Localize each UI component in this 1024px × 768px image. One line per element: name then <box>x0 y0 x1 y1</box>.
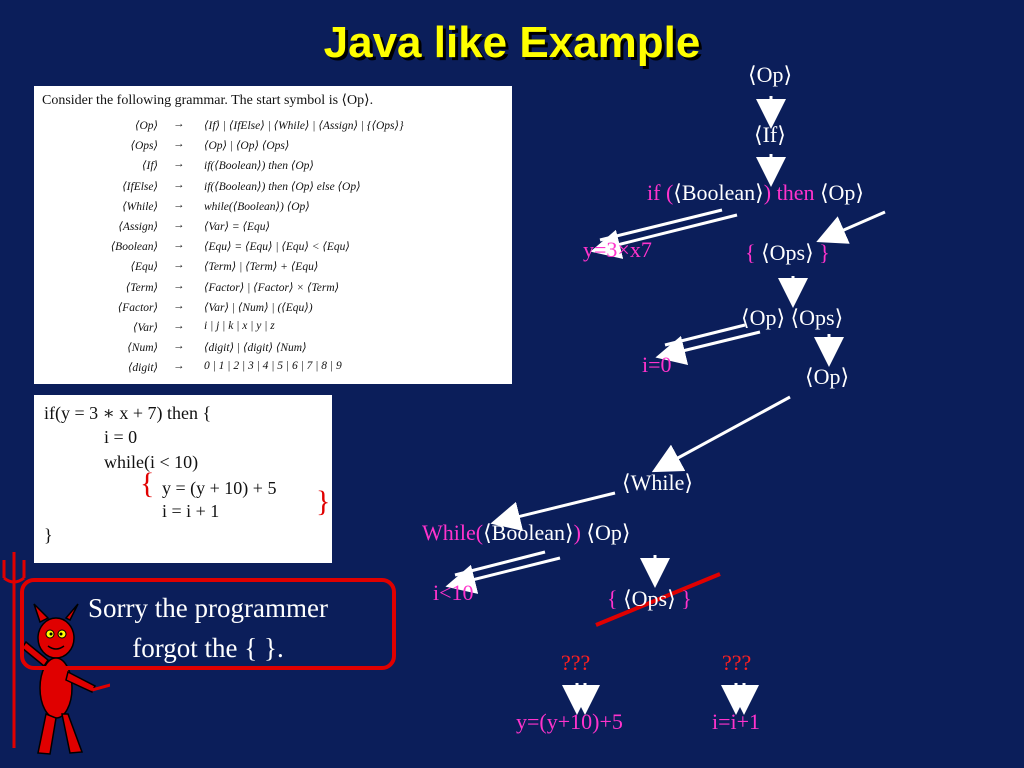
grammar-rule-lhs: ⟨Equ⟩ <box>130 261 159 274</box>
code-line-y-update: y = (y + 10) + 5 <box>162 478 277 498</box>
tree-unknown-2: ??? <box>722 650 752 675</box>
arrow-op-to-i-b <box>655 330 761 366</box>
tree-y-assign: y=3×x7 <box>583 237 652 262</box>
grammar-rule-arrow: → <box>173 118 185 130</box>
code-line-while: while(i < 10) <box>104 452 199 472</box>
grammar-rule-lhs: ⟨IfElse⟩ <box>122 180 158 193</box>
arrow-op-to-block <box>816 210 886 244</box>
grammar-rule-rhs: ⟨Var⟩ | ⟨Num⟩ | (⟨Equ⟩) <box>204 301 313 314</box>
grammar-rule: ⟨Term⟩ → ⟨Factor⟩ | ⟨Factor⟩ × ⟨Term⟩ <box>34 280 512 300</box>
grammar-rule-arrow: → <box>173 138 185 151</box>
tree-unknown-1: ??? <box>561 650 591 675</box>
grammar-rule: ⟨If⟩ → if(⟨Boolean⟩) then ⟨Op⟩ <box>34 158 512 178</box>
callout-line-1: Sorry the programmer <box>88 593 328 623</box>
grammar-rule: ⟨digit⟩ → 0 | 1 | 2 | 3 | 4 | 5 | 6 | 7 | … <box>34 360 512 380</box>
grammar-panel: Consider the following grammar. The star… <box>34 86 512 384</box>
tree-node-op-2: ⟨Op⟩ <box>805 364 850 389</box>
grammar-rule-rhs: ⟨Factor⟩ | ⟨Factor⟩ × ⟨Term⟩ <box>204 281 340 294</box>
arrow-bool-to-cond-b <box>445 556 561 594</box>
grammar-rule-lhs: ⟨Var⟩ <box>133 322 158 334</box>
grammar-rule-rhs: ⟨Var⟩ = ⟨Equ⟩ <box>204 221 270 233</box>
tree-i-assign: i=0 <box>642 352 672 377</box>
grammar-rule-rhs: if(⟨Boolean⟩) then ⟨Op⟩ <box>204 160 314 173</box>
tree-node-op: ⟨Op⟩ <box>748 62 793 87</box>
grammar-rule-rhs: if(⟨Boolean⟩) then ⟨Op⟩ else ⟨Op⟩ <box>204 180 361 193</box>
tree-leaf-y: y=(y+10)+5 <box>516 709 623 734</box>
grammar-rule: ⟨Boolean⟩ → ⟨Equ⟩ = ⟨Equ⟩ | ⟨Equ⟩ < ⟨Equ⟩ <box>34 239 512 259</box>
grammar-rule: ⟨Equ⟩ → ⟨Term⟩ | ⟨Term⟩ + ⟨Equ⟩ <box>34 259 512 279</box>
callout-line-2: forgot the { }. <box>132 633 284 663</box>
grammar-rule-arrow: → <box>173 178 185 191</box>
grammar-rule-arrow: → <box>173 320 185 332</box>
strike-through-line <box>595 572 721 627</box>
tree-if-rule: if (⟨Boolean⟩) then ⟨Op⟩ <box>647 180 865 205</box>
grammar-rule-arrow: → <box>173 279 185 292</box>
tree-while-rule: While(⟨Boolean⟩) ⟨Op⟩ <box>422 520 631 545</box>
arrow-op-to-i-a <box>664 323 746 347</box>
tree-leaf-i: i=i+1 <box>712 709 761 734</box>
grammar-rule-lhs: ⟨Op⟩ <box>134 120 158 132</box>
grammar-rule-lhs: ⟨Boolean⟩ <box>110 241 158 254</box>
grammar-rule-rhs: ⟨Term⟩ | ⟨Term⟩ + ⟨Equ⟩ <box>204 261 319 274</box>
grammar-rule: ⟨Num⟩ → ⟨digit⟩ | ⟨digit⟩ ⟨Num⟩ <box>34 340 512 360</box>
slide-title: Java like Example <box>323 18 701 67</box>
added-close-brace: } <box>316 485 331 518</box>
arrow-while-to-rule <box>490 491 616 531</box>
grammar-rule: ⟨IfElse⟩ → if(⟨Boolean⟩) then ⟨Op⟩ else ⟨O… <box>34 179 512 199</box>
grammar-rule-rhs: ⟨If⟩ | ⟨IfElse⟩ | ⟨While⟩ | ⟨Assign⟩ | {… <box>204 120 404 132</box>
grammar-rule-lhs: ⟨Factor⟩ <box>117 301 158 314</box>
grammar-rule-rhs: ⟨Equ⟩ = ⟨Equ⟩ | ⟨Equ⟩ < ⟨Equ⟩ <box>204 241 350 254</box>
code-panel: if(y = 3 ∗ x + 7) then { i = 0 while(i <… <box>34 395 332 563</box>
grammar-rule: ⟨Var⟩ → i | j | k | x | y | z <box>34 320 512 340</box>
devil-icon <box>2 552 110 755</box>
grammar-rule: ⟨While⟩ → while(⟨Boolean⟩) ⟨Op⟩ <box>34 199 512 219</box>
grammar-rule-lhs: ⟨Num⟩ <box>127 342 158 355</box>
tree-node-while: ⟨While⟩ <box>622 470 693 495</box>
grammar-rule-arrow: → <box>173 259 185 272</box>
grammar-rule: ⟨Factor⟩ → ⟨Var⟩ | ⟨Num⟩ | (⟨Equ⟩) <box>34 300 512 320</box>
grammar-rule-lhs: ⟨Assign⟩ <box>118 221 158 233</box>
grammar-rule-arrow: → <box>173 219 185 231</box>
grammar-rule-arrow: → <box>173 360 185 373</box>
code-line-init: i = 0 <box>104 427 138 447</box>
grammar-rule-arrow: → <box>173 340 185 353</box>
code-line-i-update: i = i + 1 <box>162 501 220 521</box>
grammar-rule-lhs: ⟨If⟩ <box>142 160 158 173</box>
code-line-if: if(y = 3 ∗ x + 7) then { <box>44 403 212 423</box>
tree-op-ops: ⟨Op⟩ ⟨Ops⟩ <box>741 305 844 330</box>
grammar-rule-rhs: ⟨digit⟩ | ⟨digit⟩ ⟨Num⟩ <box>204 342 307 355</box>
grammar-rule: ⟨Ops⟩ → ⟨Op⟩ | ⟨Op⟩ ⟨Ops⟩ <box>34 138 512 158</box>
tree-node-if: ⟨If⟩ <box>754 122 786 147</box>
callout-box: Sorry the programmer forgot the { }. <box>20 578 396 670</box>
arrow-op-to-while <box>651 395 791 473</box>
grammar-rule: ⟨Op⟩ → ⟨If⟩ | ⟨IfElse⟩ | ⟨While⟩ | ⟨Assign… <box>34 118 512 138</box>
grammar-rule-rhs: 0 | 1 | 2 | 3 | 4 | 5 | 6 | 7 | 8 | 9 <box>204 360 342 373</box>
grammar-rule-lhs: ⟨While⟩ <box>122 200 158 213</box>
grammar-rule-arrow: → <box>173 198 185 211</box>
grammar-rule-lhs: ⟨digit⟩ <box>127 362 158 375</box>
code-line-close: } <box>44 525 53 545</box>
tree-crossed-ops: { ⟨Ops⟩ } <box>607 586 692 611</box>
grammar-rule-lhs: ⟨Ops⟩ <box>130 140 158 153</box>
grammar-rule-arrow: → <box>173 239 185 252</box>
grammar-rule-arrow: → <box>173 299 185 312</box>
grammar-rule-rhs: while(⟨Boolean⟩) ⟨Op⟩ <box>204 200 310 213</box>
tree-cond: i<10 <box>433 580 474 605</box>
grammar-rule-rhs: i | j | k | x | y | z <box>204 320 275 332</box>
grammar-rule-lhs: ⟨Term⟩ <box>125 281 158 294</box>
tree-ops-block: { ⟨Ops⟩ } <box>745 240 830 265</box>
grammar-intro: Consider the following grammar. The star… <box>42 93 374 108</box>
added-open-brace: { <box>140 467 155 500</box>
arrow-boolean-to-y-b <box>590 213 738 259</box>
grammar-rule-arrow: → <box>173 158 185 171</box>
grammar-rule-rhs: ⟨Op⟩ | ⟨Op⟩ ⟨Ops⟩ <box>204 140 290 153</box>
grammar-rule: ⟨Assign⟩ → ⟨Var⟩ = ⟨Equ⟩ <box>34 219 512 239</box>
